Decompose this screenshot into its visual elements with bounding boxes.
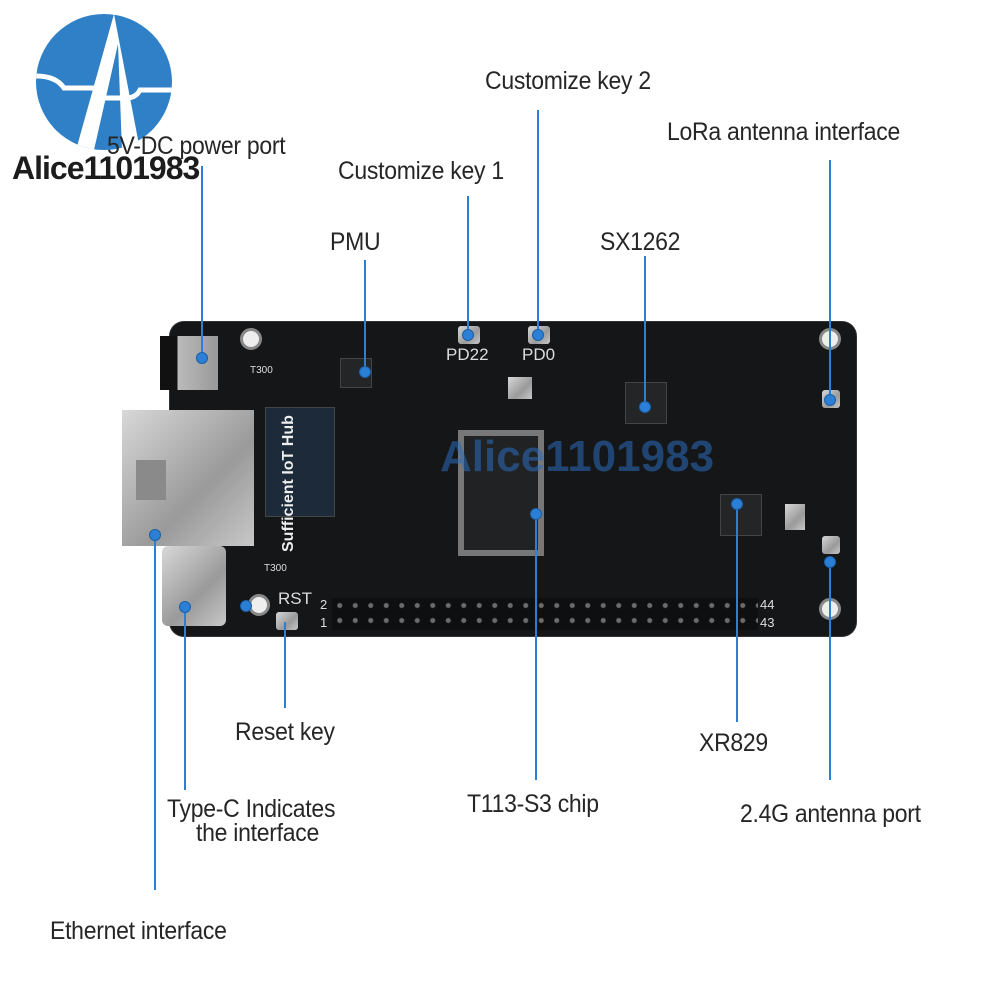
callout-dot	[462, 329, 474, 341]
pin-44-silk: 44	[760, 597, 775, 612]
label-reset-key: Reset key	[235, 718, 335, 746]
label-ethernet: Ethernet interface	[50, 917, 227, 945]
callout-dot	[532, 329, 544, 341]
callout-dot	[824, 556, 836, 568]
type-c-port	[162, 546, 226, 626]
rst-silk: RST	[278, 589, 312, 608]
button-rst[interactable]	[276, 612, 298, 630]
callout-dot	[639, 401, 651, 413]
inductor-silk: T300	[264, 563, 287, 574]
ethernet-port-opening	[136, 460, 166, 500]
label-t113-chip: T113-S3 chip	[467, 790, 599, 818]
callout-dot	[359, 366, 371, 378]
callout-line-power	[201, 166, 203, 358]
crystal	[508, 377, 532, 399]
label-sx1262: SX1262	[600, 228, 681, 256]
label-type-c-line2: the interface	[196, 819, 319, 847]
callout-line-key2	[537, 110, 539, 336]
callout-line-key1	[467, 196, 469, 336]
callout-line-lora	[829, 160, 831, 400]
callout-line-24g	[829, 562, 831, 780]
callout-line-reset	[284, 622, 286, 708]
logo-a-icon	[36, 14, 172, 150]
callout-dot	[240, 600, 252, 612]
callout-dot	[731, 498, 743, 510]
pd22-silk: PD22	[446, 345, 489, 364]
dc-power-jack	[160, 336, 218, 390]
pin-43-silk: 43	[760, 615, 775, 630]
label-pmu: PMU	[330, 228, 381, 256]
callout-line-sx1262	[644, 256, 646, 408]
logo-text: Alice1101983	[12, 150, 200, 186]
callout-line-xr829	[736, 504, 738, 722]
pin-1-silk: 1	[320, 615, 328, 630]
callout-line-t113	[535, 514, 537, 780]
label-type-c-line1: Type-C Indicates	[167, 795, 336, 823]
callout-dot	[824, 394, 836, 406]
label-customize-key-1: Customize key 1	[338, 157, 504, 185]
brand-logo	[36, 14, 172, 150]
label-2-4g-antenna: 2.4G antenna port	[740, 800, 921, 828]
callout-line-typec	[184, 608, 186, 790]
label-customize-key-2: Customize key 2	[485, 67, 651, 95]
callout-dot	[196, 352, 208, 364]
watermark: Alice1101983	[440, 432, 715, 481]
board-name: Sufficient IoT Hub	[280, 415, 297, 552]
t113-s3-chip	[458, 430, 544, 556]
callout-line-ethernet	[154, 536, 156, 890]
label-xr829: XR829	[699, 729, 768, 757]
pin-2-silk: 2	[320, 597, 328, 612]
emmc-chip	[265, 407, 335, 517]
pcb-board: Sufficient IoT Hub Alice1101983 PD22 PD0…	[160, 322, 856, 636]
wifi-antenna-connector	[822, 536, 840, 554]
pd0-silk: PD0	[522, 345, 556, 364]
callout-line-pmu	[364, 260, 366, 372]
crystal	[785, 504, 805, 530]
callout-dot	[530, 508, 542, 520]
label-lora-antenna: LoRa antenna interface	[667, 118, 901, 146]
mount-hole	[240, 328, 262, 350]
gpio-header	[332, 598, 758, 630]
callout-dot	[149, 529, 161, 541]
inductor-silk: T300	[250, 365, 273, 376]
callout-dot	[179, 601, 191, 613]
label-power-port: 5V-DC power port	[107, 132, 286, 160]
